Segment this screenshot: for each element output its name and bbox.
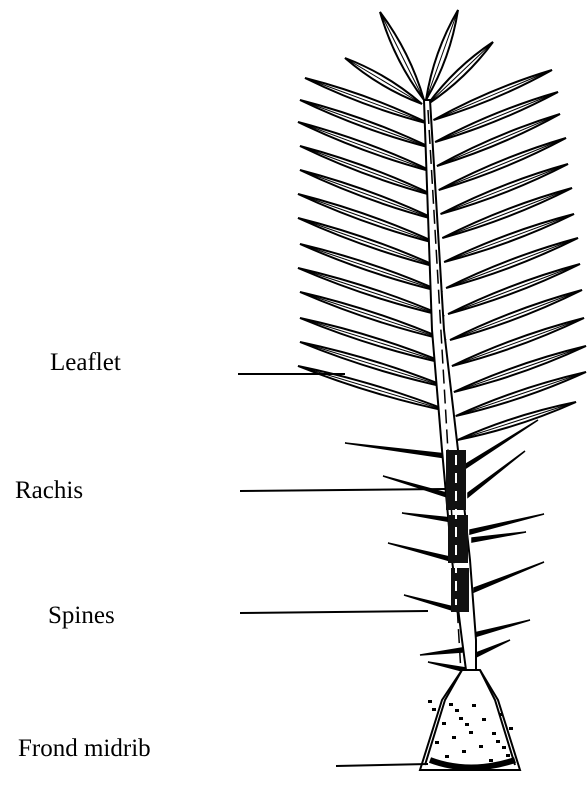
spine	[383, 476, 450, 498]
spine	[474, 620, 530, 637]
spine	[476, 640, 510, 657]
midrib-texture-mark	[445, 755, 449, 758]
leaflet-vein	[456, 372, 586, 416]
spines-label: Spines	[48, 603, 115, 628]
midrib-texture-mark	[462, 750, 466, 753]
leaflet-vein	[446, 238, 578, 288]
leaflet-vein	[305, 78, 430, 124]
midrib-texture-mark	[428, 700, 432, 703]
midrib-texture-mark	[499, 713, 503, 716]
spine	[420, 648, 462, 655]
midrib-texture-mark	[455, 709, 459, 712]
midrib-texture-mark	[502, 746, 506, 749]
leaflet-vein	[450, 290, 582, 340]
leader-line-spines	[240, 611, 428, 613]
rachis-dark-segment	[448, 515, 468, 563]
leaflet-vein	[300, 292, 446, 340]
spine	[402, 513, 452, 522]
leaflet-vein	[300, 342, 450, 388]
leaflet-vein	[298, 194, 439, 244]
leaflet-vein	[442, 188, 572, 238]
midrib-texture-mark	[452, 736, 456, 739]
spine	[388, 543, 454, 562]
leaflet-vein	[435, 92, 558, 142]
midrib-texture-mark	[496, 740, 500, 743]
leaflet-vein	[300, 170, 437, 220]
leaflet-vein	[448, 264, 580, 314]
midrib-texture-mark	[506, 754, 510, 757]
leaflet-vein	[439, 138, 566, 190]
frond-midrib-base	[420, 670, 520, 770]
spine	[404, 595, 458, 612]
leader-line-frond-midrib	[336, 764, 428, 766]
leaflet-vein	[298, 122, 433, 172]
leaflet-vein	[300, 318, 448, 364]
leaflet-vein	[298, 366, 451, 412]
midrib-texture-mark	[449, 703, 453, 706]
leaflet-vein	[437, 114, 560, 166]
midrib-texture-mark	[479, 745, 483, 748]
leaflet-vein	[298, 268, 444, 316]
leaflet-vein	[300, 244, 442, 292]
midrib-texture-mark	[469, 731, 473, 734]
leaflet-vein	[454, 346, 586, 392]
spine	[345, 443, 446, 458]
midrib-texture-mark	[465, 723, 469, 726]
midrib-texture-mark	[509, 727, 513, 730]
leaflet-vein	[444, 214, 574, 262]
rachis-dark-segment	[451, 568, 469, 612]
leaflet-vein	[441, 164, 568, 214]
leaflet-vein	[452, 318, 584, 366]
midrib-texture-mark	[459, 717, 463, 720]
leaflet-label: Leaflet	[50, 350, 121, 375]
midrib-texture-mark	[472, 704, 476, 707]
frond-midrib-label: Frond midrib	[18, 736, 151, 761]
spine	[470, 514, 544, 534]
leader-line-rachis	[240, 489, 445, 491]
leaflet-vein	[300, 100, 432, 148]
spine	[472, 532, 526, 542]
rachis-label: Rachis	[15, 478, 83, 503]
midrib-texture-mark	[492, 732, 496, 735]
midrib-texture-mark	[482, 718, 486, 721]
leaflet-vein	[300, 146, 435, 196]
midrib-texture-mark	[432, 708, 436, 711]
spine	[474, 562, 544, 592]
leaflet-vein	[298, 218, 441, 268]
midrib-texture-mark	[489, 759, 493, 762]
midrib-texture-mark	[435, 741, 439, 744]
midrib-texture-mark	[442, 722, 446, 725]
